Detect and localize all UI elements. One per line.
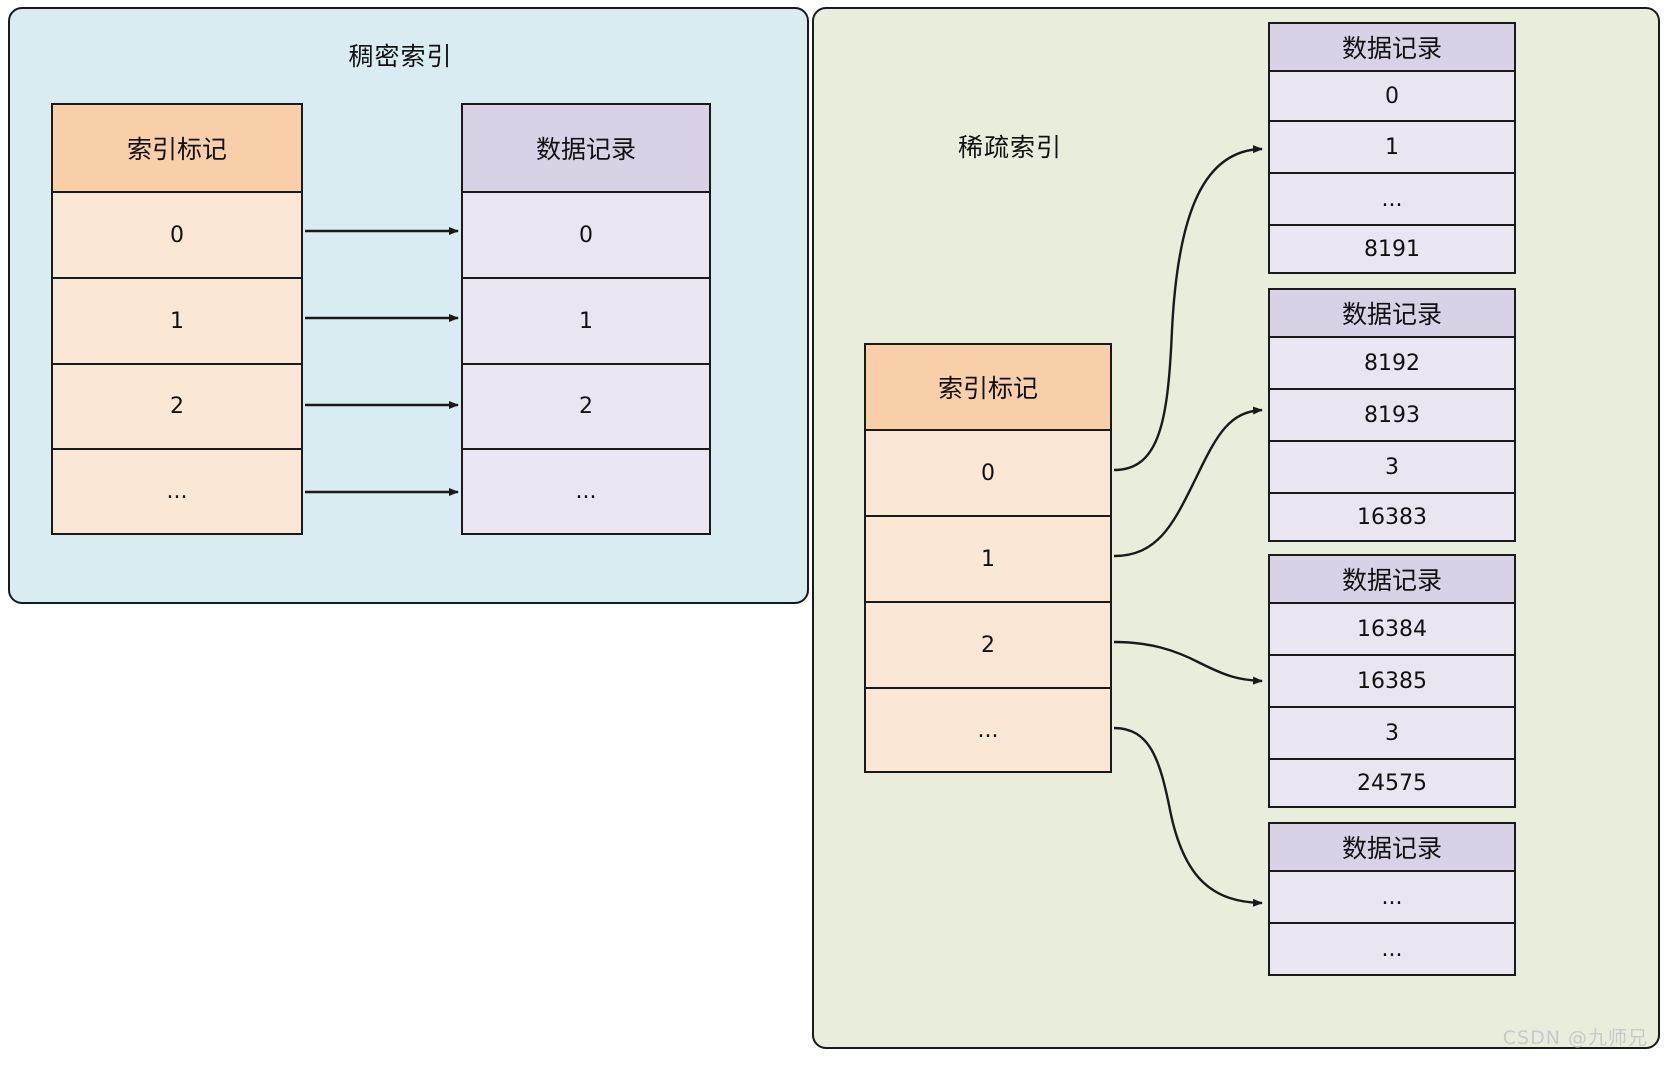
sparse-data-3-row-1: 16385: [1270, 656, 1514, 708]
dense-index-title: 稠密索引: [348, 42, 453, 71]
dense-index-row-3: ...: [53, 450, 301, 533]
sparse-data-3-row-3: 24575: [1270, 760, 1514, 806]
dense-data-row-1: 1: [463, 279, 709, 365]
dense-data-row-3: ...: [463, 450, 709, 533]
dense-index-table: 索引标记 0 1 2 ...: [51, 103, 303, 535]
sparse-index-row-3: ...: [866, 689, 1110, 771]
sparse-data-1-row-0: 0: [1270, 72, 1514, 122]
sparse-data-table-3: 数据记录 16384 16385 3 24575: [1268, 554, 1516, 808]
sparse-data-2-row-2: 3: [1270, 442, 1514, 494]
sparse-data-table-4: 数据记录 ... ...: [1268, 822, 1516, 976]
sparse-data-1-row-2: ...: [1270, 174, 1514, 226]
sparse-data-1-header: 数据记录: [1270, 24, 1514, 72]
dense-data-row-0: 0: [463, 193, 709, 279]
dense-data-row-2: 2: [463, 365, 709, 450]
dense-data-table: 数据记录 0 1 2 ...: [461, 103, 711, 535]
sparse-index-title: 稀疏索引: [957, 133, 1062, 162]
sparse-data-3-header: 数据记录: [1270, 556, 1514, 604]
sparse-data-2-header: 数据记录: [1270, 290, 1514, 338]
sparse-index-row-0: 0: [866, 431, 1110, 517]
sparse-data-4-header: 数据记录: [1270, 824, 1514, 872]
sparse-data-1-row-3: 8191: [1270, 226, 1514, 272]
dense-index-header: 索引标记: [53, 105, 301, 193]
sparse-index-row-2: 2: [866, 603, 1110, 689]
dense-index-row-0: 0: [53, 193, 301, 279]
sparse-data-2-row-1: 8193: [1270, 390, 1514, 442]
sparse-data-table-2: 数据记录 8192 8193 3 16383: [1268, 288, 1516, 542]
sparse-data-4-row-1: ...: [1270, 924, 1514, 974]
sparse-index-row-1: 1: [866, 517, 1110, 603]
sparse-data-2-row-3: 16383: [1270, 494, 1514, 540]
dense-data-header: 数据记录: [463, 105, 709, 193]
sparse-data-3-row-2: 3: [1270, 708, 1514, 760]
sparse-index-table: 索引标记 0 1 2 ...: [864, 343, 1112, 773]
csdn-watermark: CSDN @九师兄: [1502, 1027, 1648, 1049]
sparse-data-1-row-1: 1: [1270, 122, 1514, 174]
dense-index-row-1: 1: [53, 279, 301, 365]
sparse-data-2-row-0: 8192: [1270, 338, 1514, 390]
sparse-data-table-1: 数据记录 0 1 ... 8191: [1268, 22, 1516, 274]
sparse-index-header: 索引标记: [866, 345, 1110, 431]
sparse-data-4-row-0: ...: [1270, 872, 1514, 924]
dense-index-row-2: 2: [53, 365, 301, 450]
sparse-data-3-row-0: 16384: [1270, 604, 1514, 656]
